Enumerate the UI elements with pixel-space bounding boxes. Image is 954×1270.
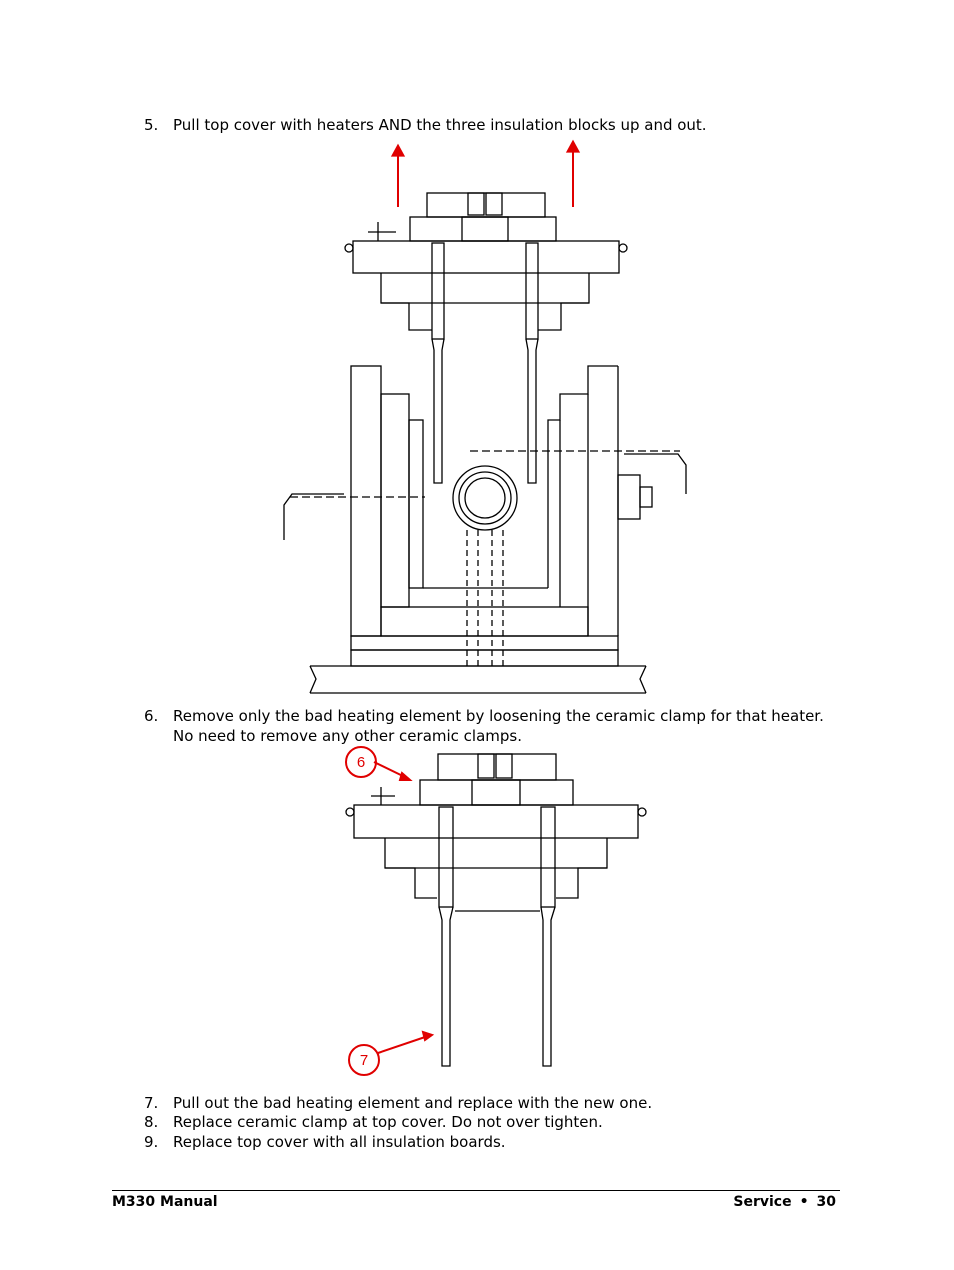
footer-page-info: Service • 30 <box>733 1194 836 1210</box>
step-number: 9. <box>144 1133 159 1151</box>
step-number: 5. <box>144 116 159 134</box>
bullet-icon: • <box>799 1194 809 1210</box>
step-text-line-2: No need to remove any other ceramic clam… <box>173 727 522 745</box>
callout-6-icon <box>345 746 413 781</box>
step-number: 8. <box>144 1113 159 1131</box>
footer-divider <box>112 1190 840 1191</box>
step-text: Remove only the bad heating element by l… <box>173 707 824 725</box>
step-number: 7. <box>144 1094 159 1112</box>
callout-6-label: 6 <box>357 754 365 771</box>
callout-7-icon <box>348 1030 435 1076</box>
page-number: 30 <box>816 1194 836 1210</box>
callout-7-label: 7 <box>360 1052 368 1069</box>
footer-section: Service <box>733 1194 792 1210</box>
lift-arrow-left-icon <box>390 143 406 207</box>
step-text: Replace ceramic clamp at top cover. Do n… <box>173 1113 603 1131</box>
step-number: 6. <box>144 707 159 725</box>
footer-manual-title: M330 Manual <box>112 1194 218 1210</box>
step-text: Pull top cover with heaters AND the thre… <box>173 116 707 134</box>
lift-arrow-right-icon <box>565 139 581 207</box>
step-text: Replace top cover with all insulation bo… <box>173 1133 506 1151</box>
step-text: Pull out the bad heating element and rep… <box>173 1094 653 1112</box>
